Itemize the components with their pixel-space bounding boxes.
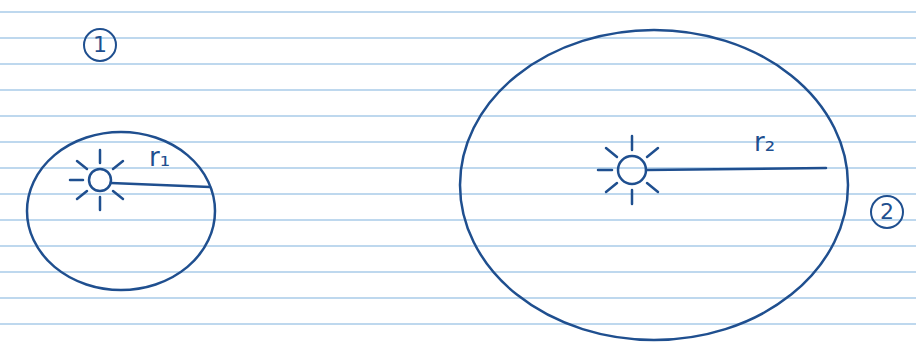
sun-rays <box>70 150 123 210</box>
ellipse-region: 2r₂ <box>458 28 850 342</box>
radius-label: r₂ <box>754 128 775 158</box>
ellipse-outline <box>25 130 217 292</box>
circled-number: 1 <box>83 28 117 62</box>
ellipse-region: 1r₁ <box>25 130 217 292</box>
radius-line <box>111 183 210 187</box>
circled-number: 2 <box>870 195 904 229</box>
ellipse-outline <box>458 28 850 342</box>
radius-line <box>646 168 826 170</box>
radius-label: r₁ <box>149 143 170 173</box>
sun-symbol <box>89 169 111 191</box>
ruled-lines <box>0 12 916 324</box>
sun-symbol <box>618 156 646 184</box>
